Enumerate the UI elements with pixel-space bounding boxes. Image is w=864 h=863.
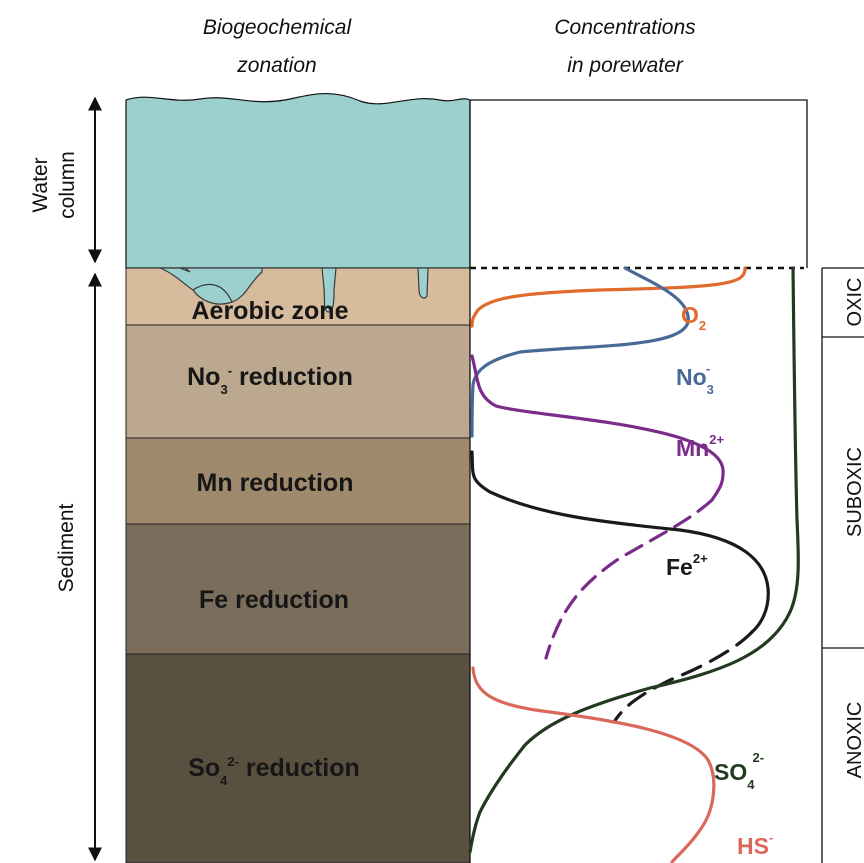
o2-curve [470, 266, 747, 328]
hs-label: HS- [737, 830, 773, 859]
zone-label-fe: Fe reduction [199, 586, 349, 614]
redox-condition-bar: OXIC SUBOXIC ANOXIC [821, 267, 864, 863]
fe-curve-projected [612, 630, 754, 724]
water-label-line1: Water [29, 157, 52, 212]
no3-label: No3- [676, 361, 714, 397]
conc-panel-border [470, 99, 808, 268]
mn-curve-projected [544, 498, 714, 660]
anoxic-label: ANOXIC [844, 702, 864, 779]
so4-label: SO42- [714, 750, 764, 792]
mn-label: Mn2+ [676, 432, 724, 461]
conc-header-line2: in porewater [567, 54, 684, 77]
burrows [159, 267, 429, 313]
zone-label-so4: So42- reduction [188, 754, 360, 788]
zone-label-aerobic: Aerobic zone [192, 297, 349, 325]
zone-so4-reduction [125, 653, 471, 863]
zone-label-mn: Mn reduction [197, 469, 354, 497]
hs-curve [471, 666, 716, 863]
water-column-block [125, 92, 471, 269]
zonation-header-line1: Biogeochemical [203, 16, 353, 39]
zone-mn-reduction [125, 437, 471, 525]
mn-curve [470, 354, 725, 502]
no3-curve [470, 266, 690, 438]
oxic-label: OXIC [844, 278, 864, 327]
zone-fe-reduction [125, 523, 471, 655]
fe-curve [470, 450, 770, 634]
fe-label: Fe2+ [666, 551, 708, 580]
zone-no3-reduction [125, 324, 471, 439]
water-label-line2: column [56, 151, 79, 219]
suboxic-label: SUBOXIC [844, 447, 864, 537]
zone-label-no3: No3- reduction [187, 363, 353, 397]
so4-curve [468, 266, 800, 854]
sediment-label: Sediment [55, 503, 78, 592]
zonation-header-line2: zonation [236, 54, 316, 77]
o2-label: O2 [681, 302, 706, 333]
conc-header-line1: Concentrations [554, 16, 696, 39]
